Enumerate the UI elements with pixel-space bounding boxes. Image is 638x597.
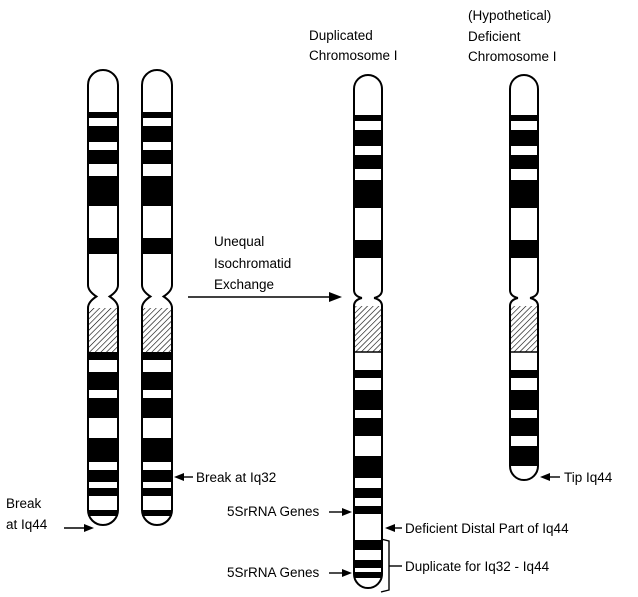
q-arm-band	[88, 438, 118, 462]
exchange-label-line1: Unequal	[214, 234, 264, 249]
heterochromatin-region	[354, 306, 382, 352]
deficient-distal-label: Deficient Distal Part of Iq44	[405, 521, 569, 536]
q-arm-band	[142, 372, 172, 390]
p-arm-band	[88, 112, 118, 118]
q-arm-band	[88, 510, 118, 516]
q-arm-band	[354, 572, 382, 578]
duplicated-title-line1: Duplicated	[309, 28, 373, 43]
original-chromatid-right	[142, 70, 172, 525]
tip-label: Tip Iq44	[564, 470, 613, 485]
p-arm-band	[510, 155, 538, 169]
tip-arrow-head	[540, 473, 550, 481]
q-arm-band	[142, 398, 172, 418]
deficient-distal-arrow-head	[385, 524, 395, 532]
q-arm-band	[510, 446, 538, 466]
break-1q44-arrow-head	[84, 524, 94, 532]
p-arm-band	[354, 155, 382, 169]
p-arm-band	[88, 126, 118, 142]
p-arm-band	[142, 126, 172, 142]
five-s-genes-label-1: 5SrRNA Genes	[227, 504, 320, 519]
p-arm-band	[142, 238, 172, 254]
break-1q44-label-line1: Break	[6, 496, 42, 511]
p-arm-band	[510, 130, 538, 146]
break-1q32-label: Break at Iq32	[196, 470, 276, 485]
exchange-label-line3: Exchange	[214, 277, 274, 292]
q-arm-band	[354, 506, 382, 514]
q-arm-band	[510, 390, 538, 410]
p-arm-band	[88, 176, 118, 206]
q-arm-band	[88, 372, 118, 390]
deficient-title-line2: Deficient	[468, 29, 521, 44]
q-arm-band	[510, 418, 538, 436]
exchange-label-line2: Isochromatid	[214, 256, 291, 271]
heterochromatin-region	[510, 306, 538, 352]
deficient-title-line1: (Hypothetical)	[468, 8, 551, 23]
q-arm-band	[354, 390, 382, 410]
duplicated-chromosome	[354, 75, 382, 588]
p-arm-band	[510, 240, 538, 258]
p-arm-band	[354, 240, 382, 258]
p-arm-band	[510, 115, 538, 121]
q-arm-band	[354, 560, 382, 568]
q-arm-band	[142, 488, 172, 496]
five-s-genes-arrow-2-head	[342, 569, 352, 577]
heterochromatin-region	[88, 308, 118, 355]
five-s-genes-arrow-1-head	[342, 508, 352, 516]
q-arm-band	[354, 540, 382, 550]
exchange-arrow-head	[329, 292, 342, 302]
p-arm-band	[142, 176, 172, 206]
q-arm-band	[88, 488, 118, 496]
q-arm-band	[142, 470, 172, 482]
q-arm-band	[354, 370, 382, 378]
p-arm-band	[354, 130, 382, 146]
p-arm-band	[354, 180, 382, 208]
p-arm-band	[88, 150, 118, 164]
break-1q44-label-line2: at Iq44	[6, 517, 48, 532]
heterochromatin-region	[142, 308, 172, 355]
break-1q32-arrow-head	[174, 473, 184, 481]
p-arm-band	[510, 180, 538, 208]
q-arm-band	[142, 510, 172, 516]
p-arm-band	[88, 238, 118, 254]
q-arm-band	[354, 488, 382, 498]
duplicate-label: Duplicate for Iq32 - Iq44	[405, 559, 550, 574]
q-arm-band	[142, 352, 172, 360]
q-arm-band	[142, 438, 172, 462]
p-arm-band	[354, 115, 382, 121]
q-arm-band	[354, 456, 382, 478]
q-arm-band	[88, 398, 118, 418]
q-arm-band	[88, 352, 118, 360]
deficient-title-line3: Chromosome I	[468, 49, 557, 64]
p-arm-band	[142, 112, 172, 118]
q-arm-band	[354, 418, 382, 436]
duplicated-title-line2: Chromosome I	[309, 48, 398, 63]
q-arm-band	[510, 370, 538, 378]
deficient-chromosome	[510, 75, 538, 480]
p-arm-band	[142, 150, 172, 164]
five-s-genes-label-2: 5SrRNA Genes	[227, 565, 320, 580]
q-arm-band	[88, 470, 118, 482]
original-chromatid-left	[88, 70, 118, 525]
